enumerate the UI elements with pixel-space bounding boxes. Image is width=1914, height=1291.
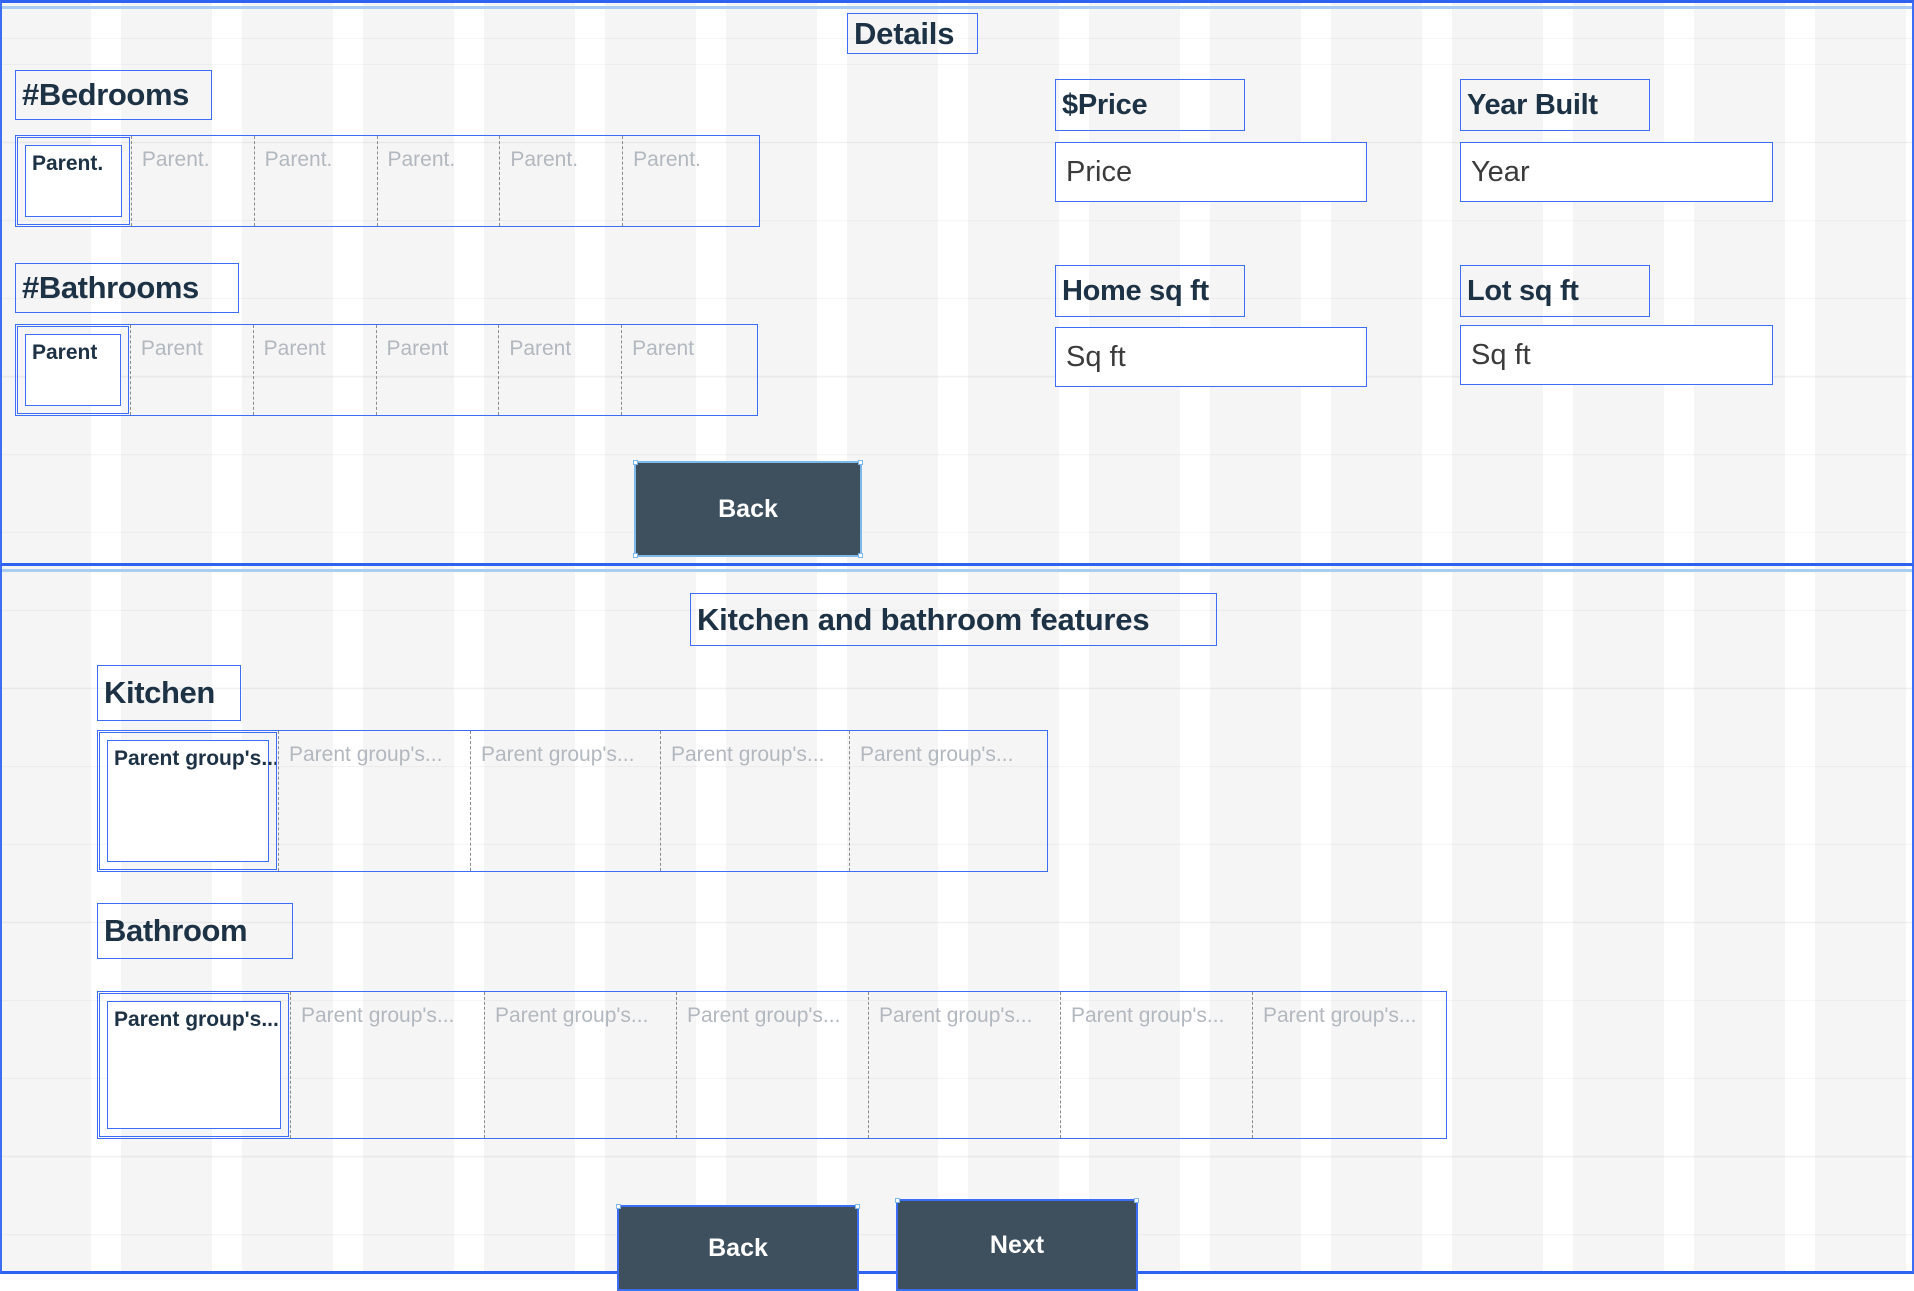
bathroom-option-picker[interactable]: Parent group's... Parent group's... Pare… bbox=[97, 991, 1447, 1139]
kitchen-option-0-label: Parent group's... bbox=[114, 747, 276, 770]
bedrooms-option-3[interactable]: Parent. bbox=[376, 136, 500, 226]
bathrooms-option-1-label: Parent bbox=[140, 337, 203, 360]
price-field-label: $Price bbox=[1055, 79, 1245, 131]
kitchen-option-1[interactable]: Parent group's... bbox=[278, 731, 470, 871]
bedrooms-option-0-label: Parent. bbox=[32, 152, 104, 175]
bathroom-group-label: Bathroom bbox=[97, 903, 293, 959]
lot-sqft-input[interactable]: Sq ft bbox=[1460, 325, 1773, 385]
bathrooms-option-0-label: Parent bbox=[32, 341, 98, 364]
bedrooms-option-0[interactable]: Parent. bbox=[17, 137, 130, 225]
resize-handle-top-left[interactable] bbox=[633, 460, 638, 465]
features-back-button-label: Back bbox=[708, 1233, 768, 1262]
features-section-title: Kitchen and bathroom features bbox=[690, 593, 1217, 646]
bedrooms-option-2[interactable]: Parent. bbox=[253, 136, 377, 226]
bathrooms-option-4-label: Parent bbox=[509, 337, 572, 360]
bedrooms-option-3-label: Parent. bbox=[387, 148, 456, 171]
bathrooms-option-3[interactable]: Parent bbox=[375, 325, 499, 415]
kitchen-option-0-selection-ring bbox=[107, 740, 269, 862]
kitchen-option-3[interactable]: Parent group's... bbox=[660, 731, 849, 871]
bathroom-option-3[interactable]: Parent group's... bbox=[676, 992, 868, 1138]
bathroom-option-6-label: Parent group's... bbox=[1263, 1004, 1417, 1027]
bedrooms-option-picker[interactable]: Parent. Parent. Parent. Parent. Parent. … bbox=[15, 135, 760, 227]
features-section-top-highlight bbox=[2, 569, 1912, 572]
home-sqft-field-label: Home sq ft bbox=[1055, 265, 1245, 317]
resize-handle-top-left[interactable] bbox=[895, 1198, 900, 1203]
bedrooms-option-5[interactable]: Parent. bbox=[622, 136, 759, 226]
details-back-button-label: Back bbox=[718, 494, 778, 523]
bathroom-option-3-label: Parent group's... bbox=[687, 1004, 841, 1027]
bedrooms-option-4-label: Parent. bbox=[510, 148, 579, 171]
bathroom-option-6[interactable]: Parent group's... bbox=[1252, 992, 1446, 1138]
bathroom-option-1-label: Parent group's... bbox=[301, 1004, 455, 1027]
resize-handle-top-right[interactable] bbox=[855, 1204, 860, 1209]
kitchen-option-2[interactable]: Parent group's... bbox=[470, 731, 660, 871]
section-top-highlight bbox=[2, 6, 1912, 9]
resize-handle-bottom-left[interactable] bbox=[633, 553, 638, 558]
bathrooms-option-1[interactable]: Parent bbox=[129, 325, 253, 415]
features-back-button[interactable]: Back bbox=[616, 1204, 860, 1291]
bathroom-option-0-label: Parent group's... bbox=[114, 1008, 279, 1031]
features-next-button[interactable]: Next bbox=[895, 1198, 1139, 1291]
bathrooms-option-0[interactable]: Parent bbox=[17, 326, 129, 414]
bathroom-option-1[interactable]: Parent group's... bbox=[290, 992, 484, 1138]
resize-handle-top-right[interactable] bbox=[1134, 1198, 1139, 1203]
bathroom-option-0[interactable]: Parent group's... bbox=[99, 993, 289, 1137]
kitchen-group-label: Kitchen bbox=[97, 665, 241, 721]
kitchen-option-4-label: Parent group's... bbox=[860, 743, 1014, 766]
year-built-input[interactable]: Year bbox=[1460, 142, 1773, 202]
bathroom-option-0-selection-ring bbox=[107, 1001, 281, 1129]
bathroom-option-4[interactable]: Parent group's... bbox=[868, 992, 1060, 1138]
bedrooms-option-5-label: Parent. bbox=[633, 148, 701, 171]
kitchen-option-2-label: Parent group's... bbox=[481, 743, 635, 766]
bathrooms-option-3-label: Parent bbox=[386, 337, 449, 360]
kitchen-option-0[interactable]: Parent group's... bbox=[99, 732, 277, 870]
bathrooms-option-0-selection-ring bbox=[25, 334, 121, 406]
details-back-button[interactable]: Back bbox=[633, 460, 863, 558]
bathrooms-option-2[interactable]: Parent bbox=[252, 325, 376, 415]
bedrooms-group-label: #Bedrooms bbox=[15, 70, 212, 120]
bathrooms-group-label: #Bathrooms bbox=[15, 263, 239, 313]
bedrooms-option-1[interactable]: Parent. bbox=[130, 136, 254, 226]
features-next-button-label: Next bbox=[989, 1230, 1045, 1259]
bathroom-option-2[interactable]: Parent group's... bbox=[484, 992, 676, 1138]
price-input[interactable]: Price bbox=[1055, 142, 1367, 202]
kitchen-option-picker[interactable]: Parent group's... Parent group's... Pare… bbox=[97, 730, 1048, 872]
bathrooms-option-5[interactable]: Parent bbox=[621, 325, 757, 415]
bedrooms-option-2-label: Parent. bbox=[264, 148, 333, 171]
bathrooms-option-4[interactable]: Parent bbox=[498, 325, 621, 415]
bedrooms-option-1-label: Parent. bbox=[141, 148, 210, 171]
lot-sqft-field-label: Lot sq ft bbox=[1460, 265, 1650, 317]
resize-handle-top-right[interactable] bbox=[858, 460, 863, 465]
kitchen-option-1-label: Parent group's... bbox=[289, 743, 443, 766]
kitchen-option-4[interactable]: Parent group's... bbox=[849, 731, 1044, 871]
resize-handle-top-left[interactable] bbox=[616, 1204, 621, 1209]
details-section-title: Details bbox=[847, 13, 978, 54]
home-sqft-input[interactable]: Sq ft bbox=[1055, 327, 1367, 387]
bedrooms-option-0-selection-ring bbox=[25, 145, 122, 217]
bathrooms-option-picker[interactable]: Parent Parent Parent Parent Parent Paren… bbox=[15, 324, 758, 416]
kitchen-option-3-label: Parent group's... bbox=[671, 743, 825, 766]
bathrooms-option-5-label: Parent bbox=[632, 337, 695, 360]
resize-handle-bottom-right[interactable] bbox=[858, 553, 863, 558]
bathroom-option-5[interactable]: Parent group's... bbox=[1060, 992, 1252, 1138]
bedrooms-option-4[interactable]: Parent. bbox=[499, 136, 622, 226]
bathroom-option-2-label: Parent group's... bbox=[495, 1004, 649, 1027]
bathroom-option-4-label: Parent group's... bbox=[879, 1004, 1033, 1027]
bathroom-option-5-label: Parent group's... bbox=[1071, 1004, 1225, 1027]
bathrooms-option-2-label: Parent bbox=[263, 337, 326, 360]
year-built-field-label: Year Built bbox=[1460, 79, 1650, 131]
